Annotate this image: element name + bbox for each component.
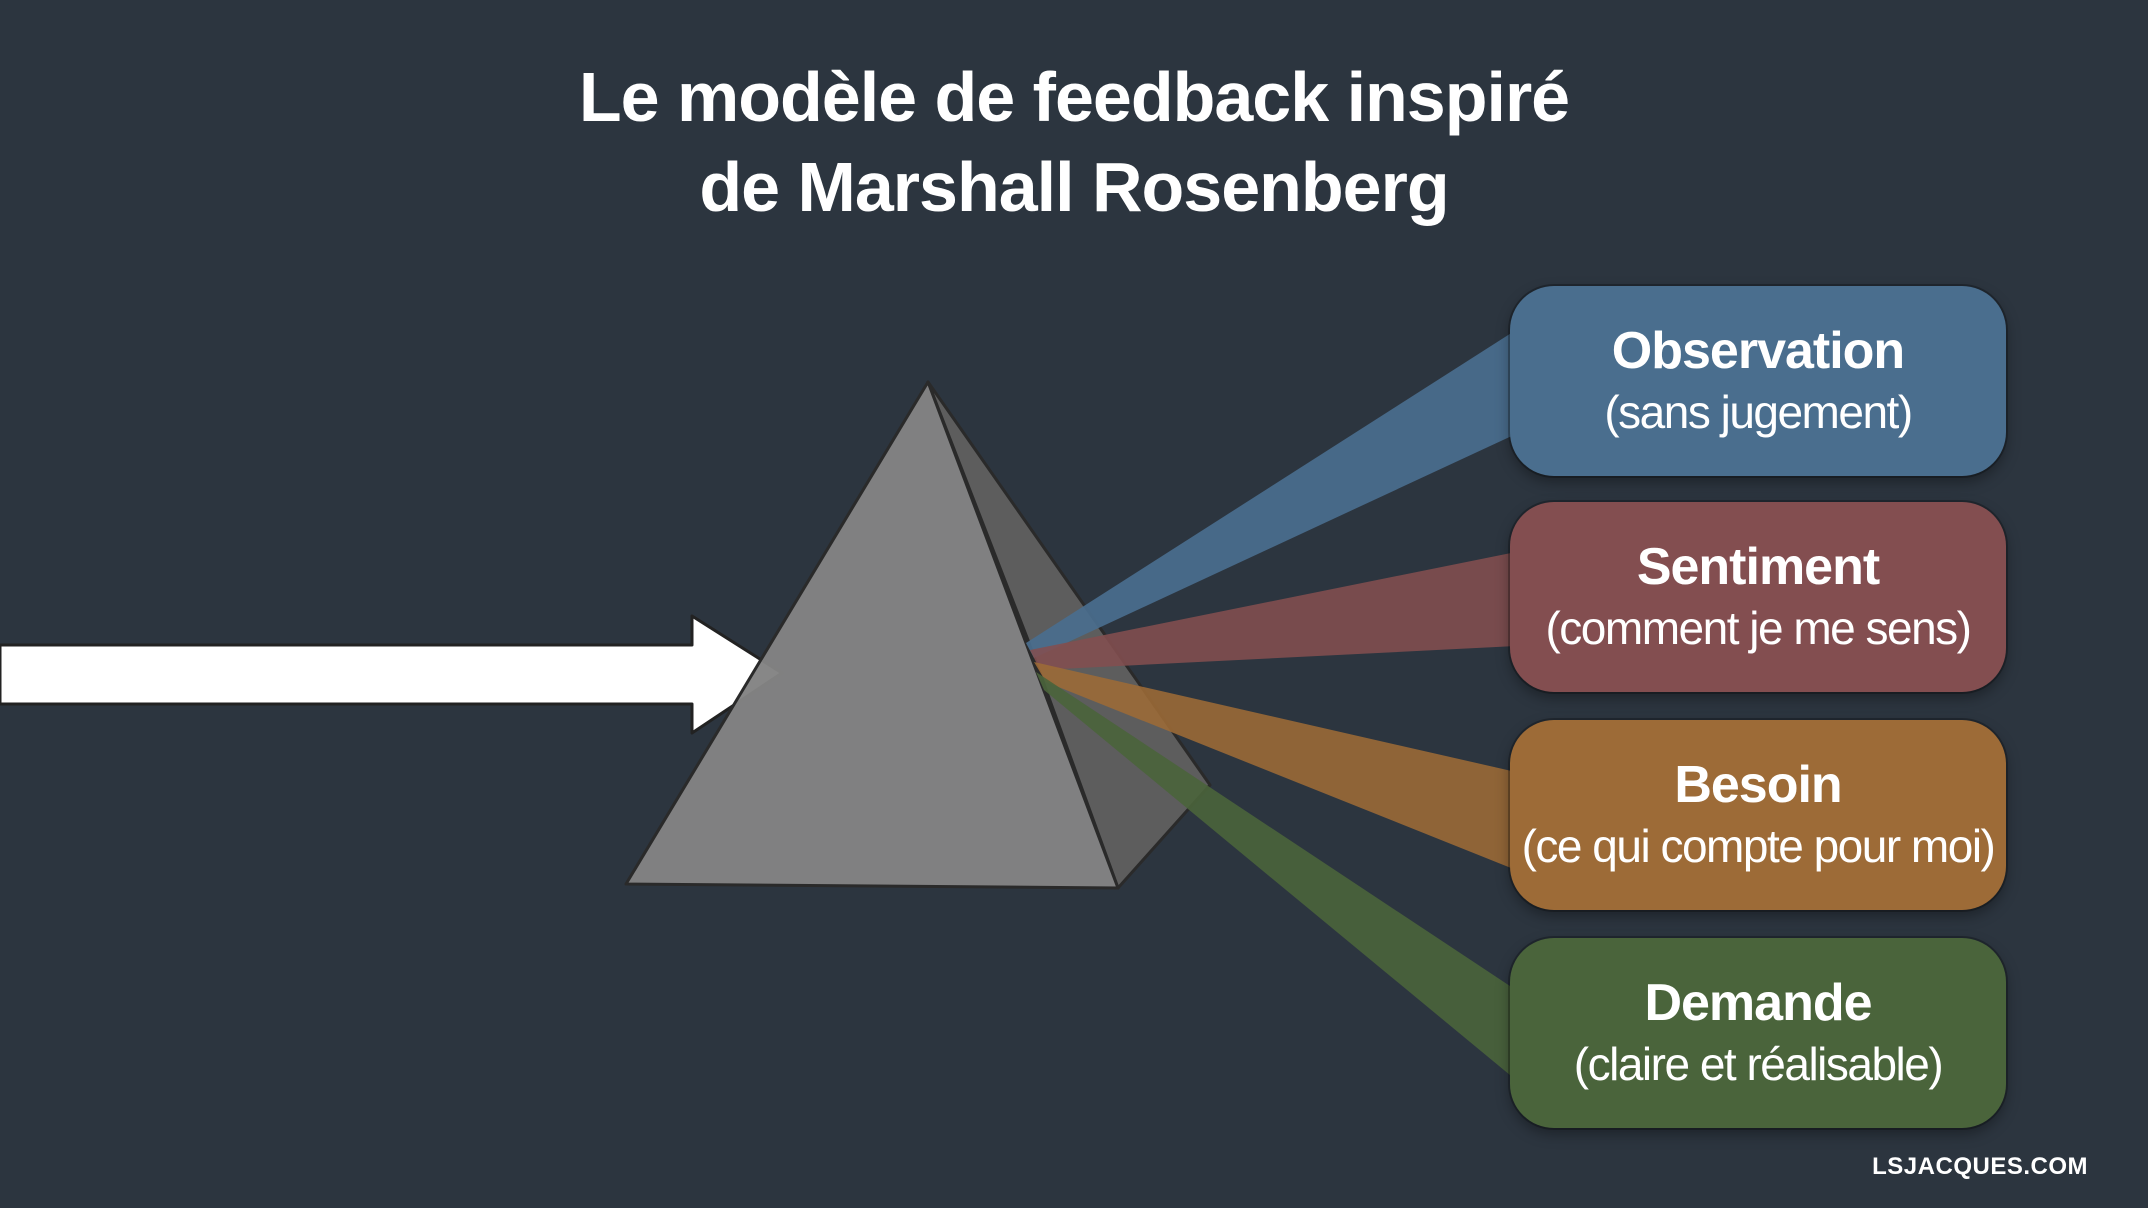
- box-title: Sentiment: [1636, 538, 1880, 596]
- beam-sentiment: [1030, 552, 1516, 670]
- box-sentiment: Sentiment (comment je me sens): [1510, 502, 2006, 692]
- box-title: Observation: [1611, 322, 1905, 380]
- box-title: Besoin: [1674, 756, 1842, 814]
- box-demande: Demande (claire et réalisable): [1510, 938, 2006, 1128]
- title-line-1: Le modèle de feedback inspiré: [578, 58, 1570, 136]
- box-subtitle: (sans jugement): [1604, 386, 1913, 438]
- box-title: Demande: [1644, 974, 1872, 1032]
- footer-site-label: LSJACQUES.COM: [1872, 1153, 2088, 1180]
- beam-demande: [1036, 672, 1516, 1080]
- box-besoin: Besoin (ce qui compte pour moi): [1510, 720, 2006, 910]
- beam-besoin: [1034, 662, 1516, 870]
- arrow-right-icon: [0, 614, 784, 735]
- box-observation: Observation (sans jugement): [1510, 286, 2006, 476]
- title-line-2: de Marshall Rosenberg: [699, 148, 1449, 226]
- prism-icon: [624, 380, 1120, 890]
- box-subtitle: (ce qui compte pour moi): [1521, 820, 1996, 872]
- box-subtitle: (claire et réalisable): [1573, 1038, 1944, 1090]
- page-title: Le modèle de feedback inspiré de Marshal…: [0, 52, 2148, 232]
- box-subtitle: (comment je me sens): [1545, 602, 1972, 654]
- beam-observation: [1026, 330, 1516, 658]
